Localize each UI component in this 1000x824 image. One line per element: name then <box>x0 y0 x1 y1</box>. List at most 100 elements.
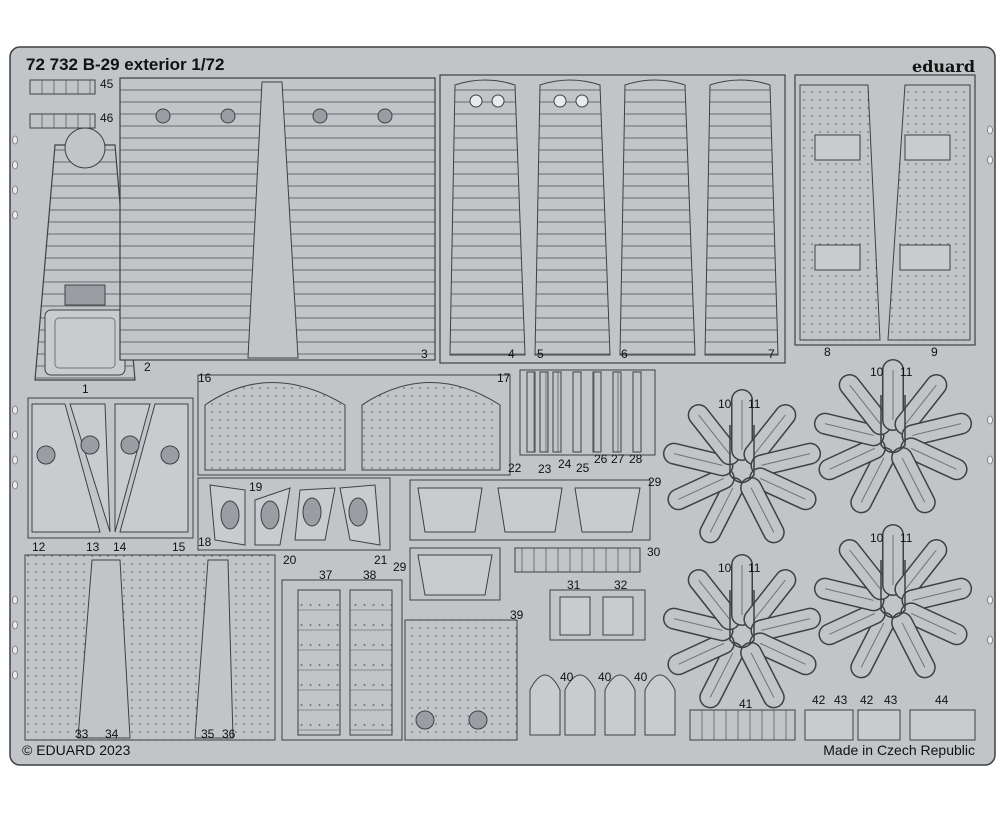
exhaust-stack-etch <box>750 487 775 533</box>
part-33-36 <box>24 554 276 741</box>
exhaust-stack-etch <box>860 622 885 668</box>
part-29 <box>409 479 651 601</box>
exhaust-stack-etch <box>829 447 876 470</box>
part-30-32 <box>514 547 646 641</box>
part-number: 3 <box>421 347 428 361</box>
part-number: 38 <box>363 568 377 582</box>
collector-u-cutout <box>880 395 906 454</box>
exhaust-stack-etch <box>761 618 811 631</box>
part-number: 1 <box>82 382 89 396</box>
exhaust-stack-etch <box>709 652 734 698</box>
part-22-28 <box>519 369 656 456</box>
part-number: 30 <box>647 545 661 559</box>
part-number: 39 <box>510 608 524 622</box>
collector-u-cutout <box>880 560 906 619</box>
part-number: 46 <box>100 111 114 125</box>
part-number: 12 <box>32 540 46 554</box>
exhaust-stack-etch <box>824 423 874 436</box>
part-number: 45 <box>100 77 114 91</box>
part-number: 44 <box>935 693 949 707</box>
part-number: 14 <box>113 540 127 554</box>
part-18-21 <box>197 477 391 551</box>
part-number: 10 <box>870 365 884 379</box>
exhaust-stack-etch <box>709 487 734 533</box>
exhaust-stack-etch <box>849 549 882 590</box>
part-39 <box>404 619 518 741</box>
part-number: 40 <box>598 670 612 684</box>
part-number: 27 <box>611 452 625 466</box>
part-number: 19 <box>249 480 263 494</box>
part-number: 6 <box>621 347 628 361</box>
part-number: 20 <box>283 553 297 567</box>
exhaust-stack-etch <box>901 622 926 668</box>
exhaust-stack-etch <box>849 384 882 425</box>
part-number: 13 <box>86 540 100 554</box>
part-number: 18 <box>198 535 212 549</box>
sheet-title: 72 732 B-29 exterior 1/72 <box>26 55 224 74</box>
part-number: 21 <box>374 553 388 567</box>
part-12-15 <box>27 397 194 539</box>
part-number: 4 <box>508 347 515 361</box>
part-number: 36 <box>222 727 236 741</box>
exhaust-stack-etch <box>912 423 962 436</box>
part-2-3 <box>119 77 436 361</box>
exhaust-stack-etch <box>698 579 731 620</box>
exhaust-stack-etch <box>829 612 876 635</box>
part-number: 33 <box>75 727 89 741</box>
part-number: 10 <box>718 397 732 411</box>
part-number: 11 <box>900 531 913 545</box>
exhaust-stack-etch <box>678 642 725 665</box>
part-16-17 <box>197 374 511 476</box>
part-number: 11 <box>748 561 761 575</box>
part-number: 23 <box>538 462 552 476</box>
part-4-7 <box>439 74 786 364</box>
part-number: 40 <box>634 670 648 684</box>
part-number: 16 <box>198 371 212 385</box>
part-number: 24 <box>558 457 572 471</box>
part-number: 29 <box>648 475 662 489</box>
exhaust-stack-etch <box>759 477 806 500</box>
exhaust-stack-etch <box>904 384 937 425</box>
exhaust-stack-etch <box>750 652 775 698</box>
part-8-9 <box>794 74 976 346</box>
part-number: 42 <box>812 693 826 707</box>
part-number: 7 <box>768 347 775 361</box>
copyright-text: © EDUARD 2023 <box>22 742 131 758</box>
part-number: 10 <box>718 561 732 575</box>
part-number: 29 <box>393 560 407 574</box>
part-number: 17 <box>497 371 511 385</box>
part-40 <box>529 674 676 736</box>
exhaust-collector-rings <box>662 359 973 709</box>
part-number: 15 <box>172 540 186 554</box>
part-number: 32 <box>614 578 628 592</box>
part-number: 26 <box>594 452 608 466</box>
part-number-labels: 45 46 1 2 3 4 5 6 7 8 9 12 13 14 15 16 1… <box>32 77 949 741</box>
part-number: 43 <box>834 693 848 707</box>
exhaust-stack-etch <box>824 588 874 601</box>
exhaust-stack-etch <box>673 618 723 631</box>
exhaust-collector-ring <box>813 359 973 514</box>
exhaust-stack-etch <box>860 457 885 503</box>
part-number: 2 <box>144 360 151 374</box>
part-number: 22 <box>508 461 522 475</box>
exhaust-collector-ring <box>662 554 822 709</box>
exhaust-stack-etch <box>912 588 962 601</box>
part-number: 35 <box>201 727 215 741</box>
exhaust-stack-etch <box>761 453 811 466</box>
part-37-38 <box>281 579 403 741</box>
collector-u-cutout <box>729 590 755 649</box>
exhaust-stack-etch <box>678 477 725 500</box>
part-number: 37 <box>319 568 333 582</box>
origin-text: Made in Czech Republic <box>823 742 975 758</box>
brand-logo: eduard <box>912 57 975 76</box>
exhaust-stack-etch <box>698 414 731 455</box>
part-41-44 <box>689 709 976 741</box>
exhaust-stack-etch <box>901 457 926 503</box>
part-1 <box>34 127 136 381</box>
part-number: 42 <box>860 693 874 707</box>
part-number: 40 <box>560 670 574 684</box>
exhaust-collector-ring <box>662 389 822 544</box>
exhaust-stack-etch <box>753 414 786 455</box>
